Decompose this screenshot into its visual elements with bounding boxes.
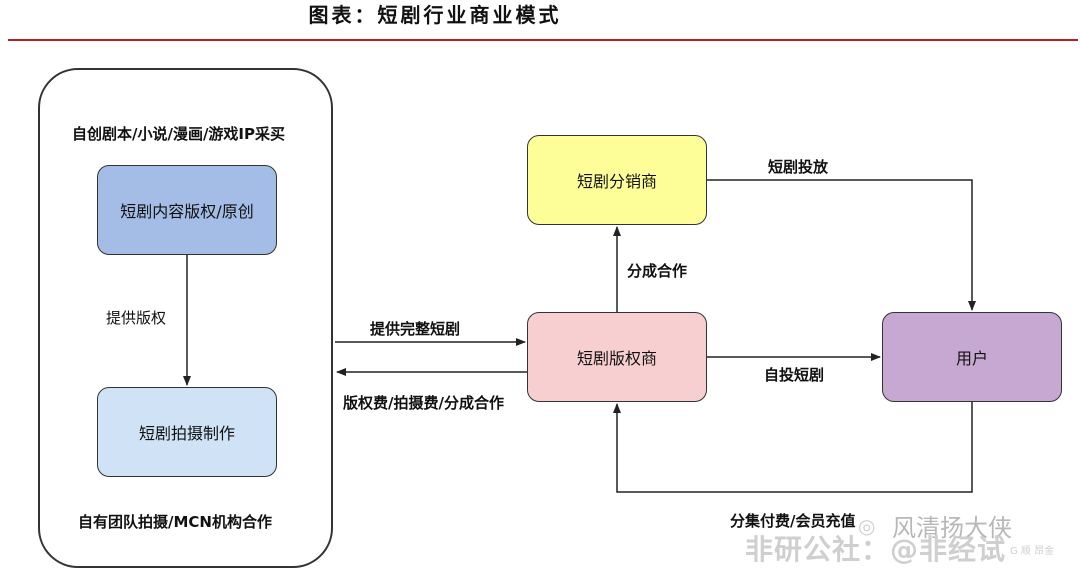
provide-rights-label: 提供版权 bbox=[106, 309, 167, 327]
watermark-icon: ◎ bbox=[858, 514, 876, 538]
edge-label-revenue-share: 分成合作 bbox=[627, 262, 688, 280]
left-group-container bbox=[38, 68, 333, 568]
watermark-text: 非研公社：@非经试 bbox=[745, 533, 1007, 566]
rights-holder-label: 短剧版权商 bbox=[576, 349, 657, 368]
left-group-bottom-label: 自有团队拍摄/MCN机构合作 bbox=[78, 513, 272, 531]
left-group-top-label: 自创剧本/小说/漫画/游戏IP采买 bbox=[72, 125, 286, 143]
production-box-label: 短剧拍摄制作 bbox=[138, 424, 235, 443]
edge-label-distribute: 短剧投放 bbox=[768, 158, 829, 176]
copyright-box[interactable]: 短剧内容版权/原创 bbox=[97, 165, 277, 255]
arrow-distribute bbox=[707, 179, 976, 311]
title-divider bbox=[8, 39, 1078, 41]
arrow-payment bbox=[613, 402, 973, 493]
edge-label-provide-full: 提供完整短剧 bbox=[370, 320, 461, 338]
page-title: 图表：短剧行业商业模式 bbox=[308, 3, 562, 27]
production-box[interactable]: 短剧拍摄制作 bbox=[97, 387, 277, 477]
edge-label-payment: 分集付费/会员充值 bbox=[730, 512, 856, 530]
rights-holder-node[interactable]: 短剧版权商 bbox=[527, 312, 707, 402]
edge-label-fees: 版权费/拍摄费/分成合作 bbox=[343, 394, 504, 412]
edge-label-self-distribute: 自投短剧 bbox=[764, 366, 825, 384]
distributor-label: 短剧分销商 bbox=[576, 172, 657, 191]
user-node[interactable]: 用户 bbox=[882, 312, 1062, 402]
copyright-box-label: 短剧内容版权/原创 bbox=[120, 202, 254, 221]
watermark-mark: G 顺 昂金 bbox=[1010, 546, 1055, 557]
watermark-overlay: 风清扬大侠 bbox=[892, 514, 1012, 542]
distributor-node[interactable]: 短剧分销商 bbox=[527, 135, 707, 225]
user-label: 用户 bbox=[955, 349, 988, 368]
